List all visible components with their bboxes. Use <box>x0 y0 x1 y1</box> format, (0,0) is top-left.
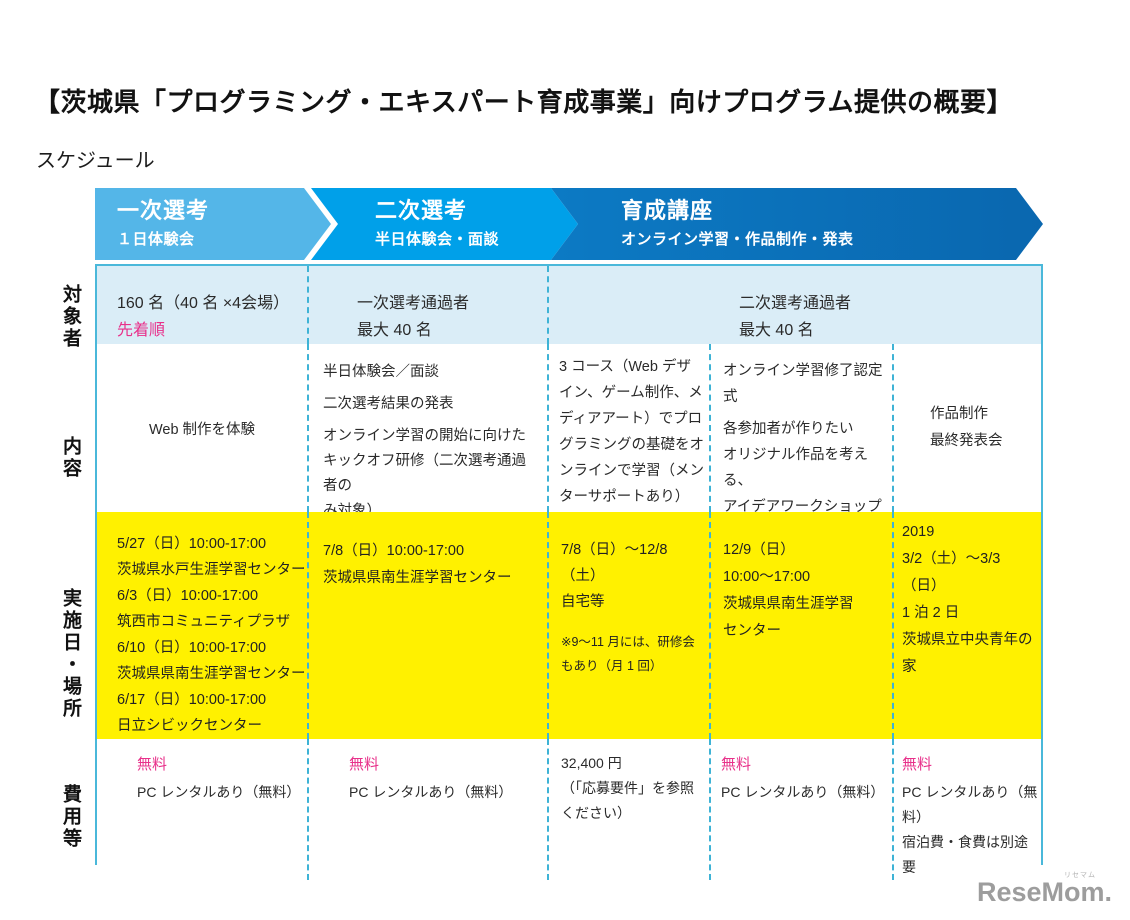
cell-fee-online-learning: 32,400 円 （「応募要件」を参照ください） <box>547 739 709 880</box>
cell-content-online-learning: 3 コース（Web デザイン、ゲーム制作、メディアアート）でプログラミングの基礎… <box>547 344 709 512</box>
cell-content-first-round: Web 制作を体験 <box>148 421 256 438</box>
content-paragraph: 各参加者が作りたい オリジナル作品を考える、 アイデアワークショップ <box>723 421 882 515</box>
cell-schedule-first-round: 5/27（日）10:00-17:00 茨城県水戸生涯学習センター 6/3（日）1… <box>117 536 306 734</box>
logo-ruby-text: リセマム <box>1064 872 1096 879</box>
schedule-label: スケジュール <box>36 150 155 172</box>
arrow-second-selection: 二次選考 半日体験会・面談 <box>311 188 578 260</box>
cell-content-final-presentation: 作品制作 最終発表会 <box>892 344 1041 512</box>
target-capacity: 160 名（40 名 ×4会場） <box>117 295 290 312</box>
content-paragraph: オンライン学習の開始に向けた キックオフ研修（二次選考通過者の み対象） <box>323 428 526 519</box>
content-paragraph: 二次選考結果の発表 <box>323 396 454 412</box>
fee-free-label: 無料 <box>349 756 380 773</box>
page-title: 【茨城県「プログラミング・エキスパート育成事業」向けプログラム提供の概要】 <box>34 87 1013 117</box>
cell-target-first-round: 160 名（40 名 ×4会場） 先着順 <box>97 266 307 344</box>
cell-fee-workshop: 無料 PC レンタルあり（無料） <box>709 739 892 880</box>
row-header-fee: 費用等 <box>60 784 81 850</box>
fee-free-label: 無料 <box>137 756 168 773</box>
cell-schedule-workshop: 12/9（日） 10:00～17:00 茨城県県南生涯学習 センター <box>709 512 892 739</box>
table-row-schedule: 5/27（日）10:00-17:00 茨城県水戸生涯学習センター 6/3（日）1… <box>97 512 1041 739</box>
content-paragraph: オンライン学習修了認定式 <box>723 363 883 405</box>
fee-detail: PC レンタルあり（無料） <box>349 784 513 800</box>
arrow-subtitle: １日体験会 <box>117 230 195 248</box>
cell-fee-second-round: 無料 PC レンタルあり（無料） <box>307 739 547 880</box>
content-paragraph: 半日体験会／面談 <box>323 364 439 380</box>
cell-fee-final-presentation: 無料 PC レンタルあり（無料） 宿泊費・食費は別途要 <box>892 739 1041 880</box>
row-header-target: 対象者 <box>60 284 81 350</box>
cell-content-workshop: オンライン学習修了認定式 各参加者が作りたい オリジナル作品を考える、 アイデア… <box>709 344 892 515</box>
resemom-logo: リセマム ReseMom. <box>976 872 1112 908</box>
arrow-subtitle: オンライン学習・作品制作・発表 <box>621 230 854 248</box>
cell-schedule-final-presentation: 2019 3/2（土）～3/3（日） 1 泊 2 日 茨城県立中央青年の家 <box>892 512 1041 739</box>
arrow-training-course: 育成講座 オンライン学習・作品制作・発表 <box>551 188 1043 260</box>
fee-free-label: 無料 <box>721 756 752 773</box>
cell-target-course: 二次選考通過者 最大 40 名 <box>547 266 1041 344</box>
row-header-schedule: 実施日・場所 <box>60 588 81 720</box>
fee-detail: PC レンタルあり（無料） 宿泊費・食費は別途要 <box>902 784 1038 875</box>
arrow-title: 育成講座 <box>621 198 714 224</box>
schedule-period: 7/8（日）～12/8（土） 自宅等 <box>561 542 668 610</box>
arrow-title: 一次選考 <box>117 198 210 224</box>
arrow-subtitle: 半日体験会・面談 <box>375 230 500 248</box>
cell-target-second-round: 一次選考通過者 最大 40 名 <box>307 266 547 344</box>
cell-schedule-online-learning: 7/8（日）～12/8（土） 自宅等 ※9～11 月には、研修会 もあり（月 1… <box>547 512 709 739</box>
table-row-fee: 無料 PC レンタルあり（無料） 無料 PC レンタルあり（無料） 32,400… <box>97 739 1041 880</box>
table-row-target: 160 名（40 名 ×4会場） 先着順 一次選考通過者 最大 40 名 二次選… <box>97 266 1041 344</box>
target-course-text: 二次選考通過者 最大 40 名 <box>738 295 851 339</box>
cell-content-second-round: 半日体験会／面談 二次選考結果の発表 オンライン学習の開始に向けた キックオフ研… <box>307 344 547 519</box>
table-row-content: Web 制作を体験 半日体験会／面談 二次選考結果の発表 オンライン学習の開始に… <box>97 344 1041 519</box>
fee-free-label: 無料 <box>902 756 933 773</box>
fee-detail: PC レンタルあり（無料） <box>721 784 885 800</box>
content-paragraph: 作品制作 最終発表会 <box>930 406 1003 449</box>
target-first-come: 先着順 <box>117 322 166 339</box>
arrow-first-selection: 一次選考 １日体験会 <box>95 188 331 260</box>
cell-schedule-second-round: 7/8（日）10:00-17:00 茨城県県南生涯学習センター <box>307 512 547 739</box>
arrow-title: 二次選考 <box>375 198 468 224</box>
fee-detail: PC レンタルあり（無料） <box>137 784 301 800</box>
cell-fee-first-round: 無料 PC レンタルあり（無料） <box>97 739 307 880</box>
schedule-note: ※9～11 月には、研修会 もあり（月 1 回） <box>561 635 695 673</box>
schedule-table: 160 名（40 名 ×4会場） 先着順 一次選考通過者 最大 40 名 二次選… <box>95 264 1043 880</box>
logo-text: ReseMom. <box>976 877 1112 907</box>
row-header-content: 内容 <box>60 436 81 480</box>
